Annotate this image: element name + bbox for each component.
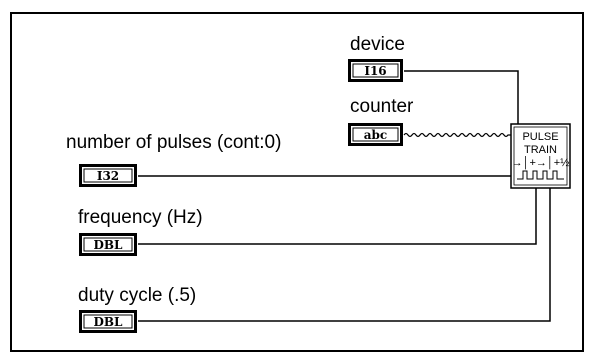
device-type-label: I16 bbox=[364, 64, 386, 78]
device-label: device bbox=[350, 34, 405, 55]
counter-terminal[interactable]: abc bbox=[348, 123, 403, 146]
frequency-wire bbox=[138, 188, 537, 245]
pulse-train-vi-icon[interactable]: PULSE TRAIN →│+→│+½ bbox=[510, 123, 571, 189]
pulse-waveform-icon bbox=[517, 170, 564, 180]
counter-wire bbox=[403, 132, 512, 138]
vi-line-1: PULSE bbox=[522, 131, 558, 143]
device-wire bbox=[404, 70, 519, 124]
duty-cycle-label: duty cycle (.5) bbox=[78, 285, 196, 306]
counter-type-label: abc bbox=[364, 128, 387, 142]
vi-line-3: →│+→│+½ bbox=[512, 155, 570, 170]
number-of-pulses-label: number of pulses (cont:0) bbox=[66, 132, 281, 153]
vi-line-2: TRAIN bbox=[524, 144, 557, 156]
duty-cycle-terminal[interactable]: DBL bbox=[79, 310, 137, 333]
frequency-type-label: DBL bbox=[94, 238, 124, 252]
counter-label: counter bbox=[350, 96, 414, 117]
device-terminal[interactable]: I16 bbox=[348, 59, 403, 82]
duty-cycle-type-label: DBL bbox=[94, 315, 124, 329]
frequency-label: frequency (Hz) bbox=[78, 207, 203, 228]
frequency-terminal[interactable]: DBL bbox=[79, 233, 137, 256]
number-of-pulses-terminal[interactable]: I32 bbox=[79, 164, 137, 187]
number-of-pulses-type-label: I32 bbox=[97, 169, 119, 183]
duty-cycle-wire bbox=[138, 188, 551, 322]
